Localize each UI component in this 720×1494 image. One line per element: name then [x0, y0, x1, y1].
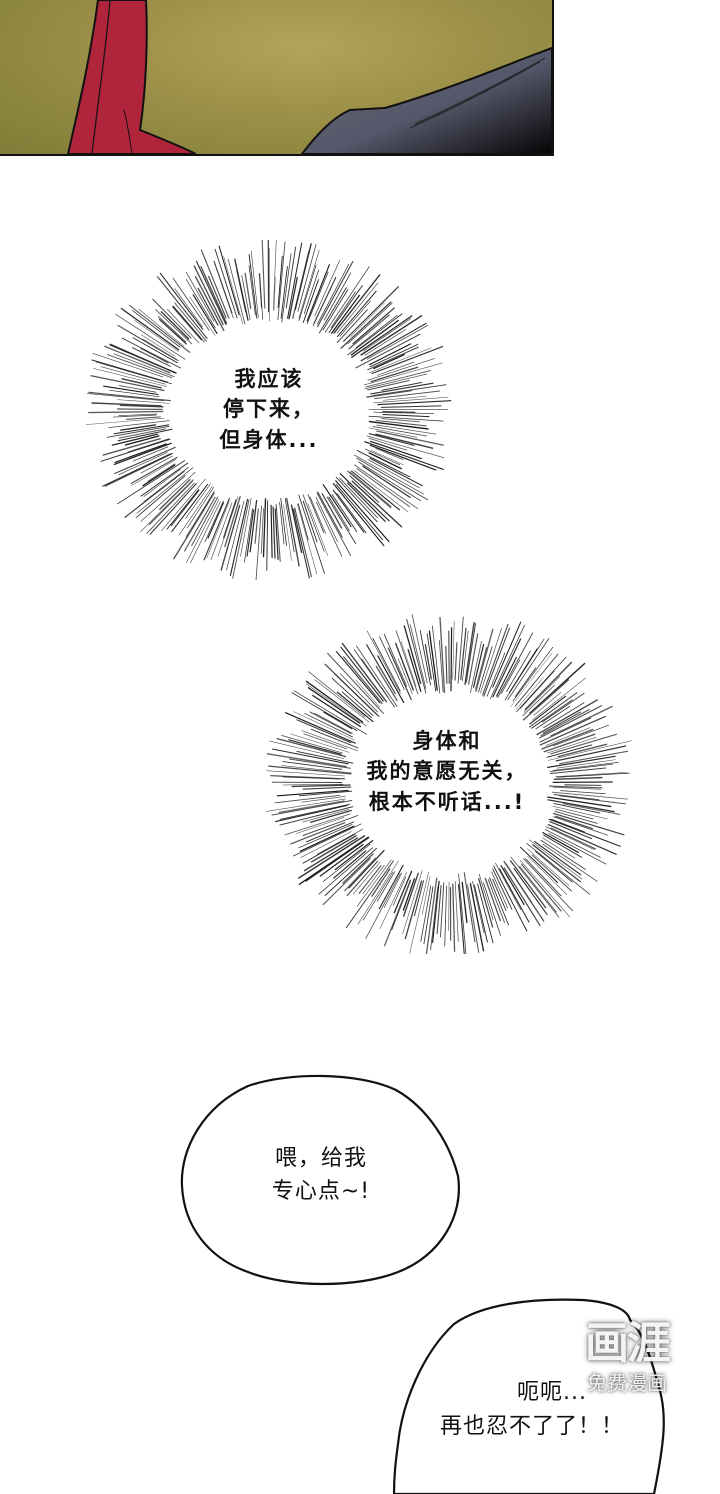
burst-line: 我应该 [86, 364, 452, 394]
burst-line: 根本不听话...! [260, 787, 634, 817]
burst-line: 但身体... [86, 425, 452, 455]
burst-line: 我的意愿无关， [260, 756, 634, 786]
burst-text: 我应该 停下来， 但身体... [86, 364, 452, 455]
thought-burst: 我应该 停下来， 但身体... [86, 240, 452, 580]
bubble-text: 喂，给我 专心点~! [178, 1142, 464, 1208]
bubble-line: 专心点~! [178, 1175, 464, 1208]
burst-line: 身体和 [260, 726, 634, 756]
bubble-text: 呃呃... 再也忍不了了！！ [372, 1376, 692, 1444]
panel-artwork [0, 0, 552, 154]
bubble-line: 喂，给我 [178, 1142, 464, 1175]
speech-bubble: 呃呃... 再也忍不了了！！ [392, 1294, 692, 1494]
bubble-line: 呃呃... [372, 1376, 692, 1410]
burst-line: 停下来， [86, 394, 452, 424]
burst-text: 身体和 我的意愿无关， 根本不听话...! [260, 726, 634, 817]
comic-panel-top [0, 0, 554, 156]
speech-bubble: 喂，给我 专心点~! [178, 1066, 464, 1292]
bubble-line: 再也忍不了了！！ [372, 1410, 692, 1444]
thought-burst: 身体和 我的意愿无关， 根本不听话...! [266, 612, 634, 954]
